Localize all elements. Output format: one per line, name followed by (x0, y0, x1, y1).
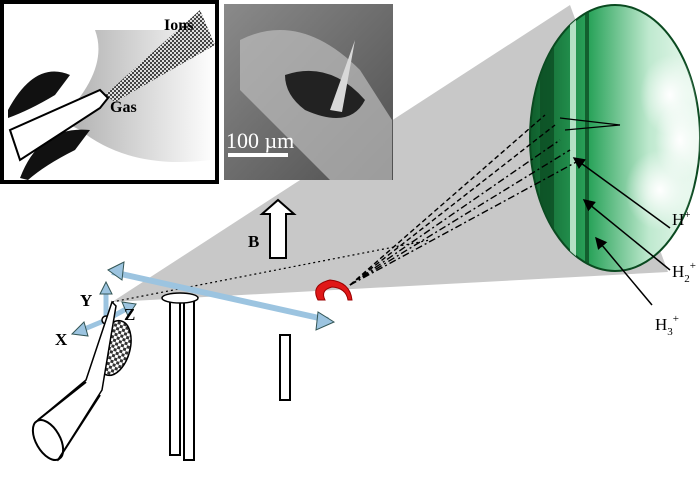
magnetic-field-label: B (248, 232, 259, 251)
inset-schematic: Ions Gas (0, 0, 219, 184)
trajectory-extra-1 (349, 114, 546, 286)
trajectory-extra-2 (349, 124, 556, 286)
aperture-slit (279, 334, 291, 401)
ion-trajectories (349, 114, 581, 286)
axis-x-label: X (55, 330, 68, 349)
ion-label-h3-plus: H3+ (655, 313, 679, 338)
micrograph-tip (330, 40, 355, 112)
extraction-electrodes (161, 292, 199, 461)
ion-beam-pattern (105, 10, 215, 102)
ions-label: Ions (164, 17, 193, 34)
axis-z-label: Z (124, 305, 135, 324)
scale-bar-label: 100 µm (226, 128, 294, 153)
inset-micrograph: 100 µm (224, 4, 393, 180)
scale-bar (228, 153, 288, 157)
trajectory-h-plus (349, 139, 561, 286)
translation-arrow (111, 269, 329, 323)
screen-spot-arrows (559, 117, 621, 131)
pointer-h-plus (572, 157, 671, 229)
trajectory-h3-plus (349, 159, 581, 286)
trajectory-h2-plus (349, 149, 571, 286)
pointer-h2-plus (582, 199, 671, 271)
ion-species-labels: H+ H2+ H3+ (572, 157, 696, 338)
gas-label: Gas (110, 99, 137, 116)
magnetic-field-arrow: B (248, 198, 297, 259)
emitter-tip (8, 88, 110, 162)
pointer-h3-plus (595, 236, 653, 306)
ion-emitter (31, 300, 117, 462)
electrode-upper (8, 71, 70, 118)
detector-screen (529, 4, 700, 272)
ion-label-h-plus: H+ (672, 209, 691, 229)
translation-arrow-head-right (315, 311, 336, 331)
translation-arrow-head-left (107, 261, 125, 281)
electrode-lower (20, 129, 90, 180)
rotation-arrow-icon (315, 279, 353, 301)
axis-y-label: Y (80, 291, 92, 310)
beam-axis (111, 239, 431, 303)
ion-label-h2-plus: H2+ (672, 260, 696, 285)
